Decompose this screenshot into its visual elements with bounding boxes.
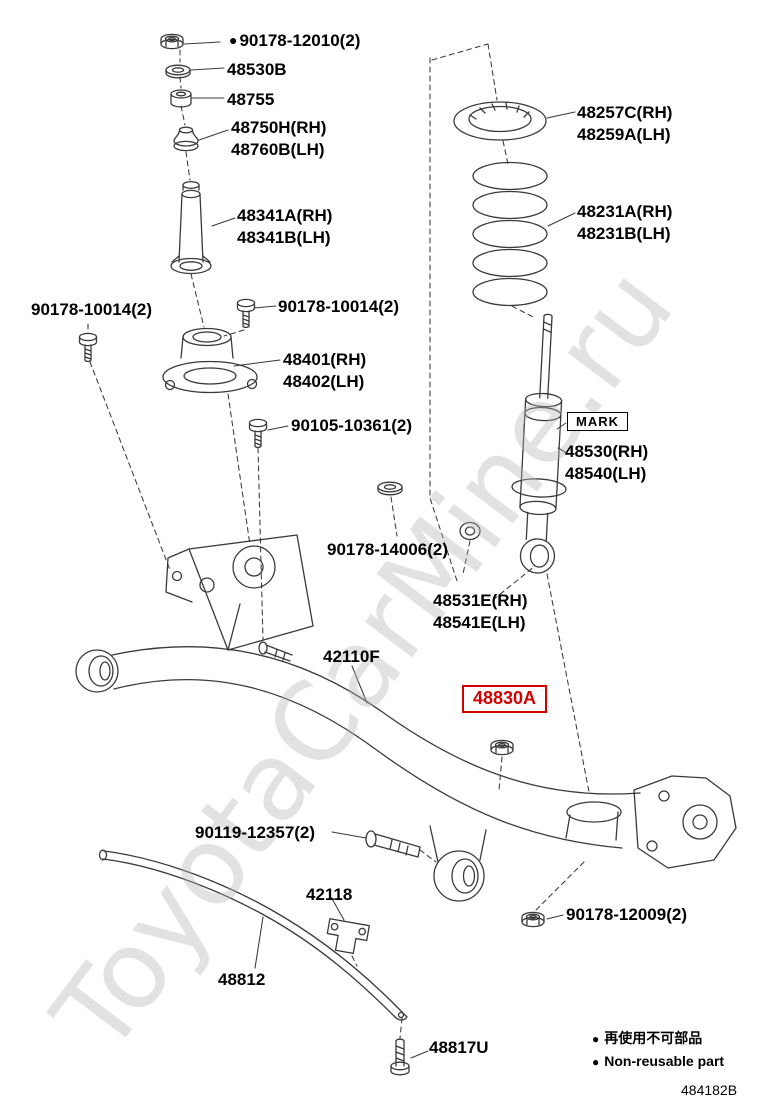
coil-spring-icon — [472, 161, 548, 307]
nut-icon — [521, 911, 545, 928]
non-reusable-dot-icon: ● — [229, 32, 238, 48]
part-label-48760b[interactable]: 48760B(LH) — [231, 140, 325, 159]
mark-callout: MARK — [567, 412, 628, 431]
bolt-icon — [236, 298, 256, 329]
selected-part-label-48830a[interactable]: 48830A — [462, 685, 548, 713]
part-label-48755[interactable]: 48755 — [227, 90, 275, 109]
part-label-48530[interactable]: 48530(RH) — [565, 442, 649, 461]
spring-upper-seat-icon — [453, 101, 547, 141]
part-label-42110f[interactable]: 42110F — [323, 647, 380, 666]
nut-icon — [160, 33, 184, 50]
part-label-90119-12357[interactable]: 90119-12357(2) — [195, 823, 316, 842]
stabilizer-bracket-icon — [326, 918, 370, 954]
part-label-42118[interactable]: 42118 — [306, 885, 353, 904]
bushing-ring-icon — [459, 521, 481, 541]
part-label-48257c[interactable]: 48257C(RH) — [577, 103, 673, 122]
diagram-code: 484182B — [681, 1082, 738, 1098]
label-leader-lines — [183, 41, 576, 1059]
shock-absorber-icon — [511, 313, 567, 574]
part-label-90178-12010[interactable]: ●90178-12010(2) — [229, 31, 361, 50]
bushing-icon — [170, 89, 192, 108]
stabilizer-bar-icon — [98, 849, 408, 1021]
part-label-48401[interactable]: 48401(RH) — [283, 350, 367, 369]
dust-boot-icon — [170, 180, 212, 275]
part-label-48750h[interactable]: 48750H(RH) — [231, 118, 327, 137]
part-label-48531e[interactable]: 48531E(RH) — [433, 591, 528, 610]
part-label-48812[interactable]: 48812 — [218, 970, 266, 989]
bolt-icon — [78, 332, 98, 363]
part-label-90178-14006[interactable]: 90178-14006(2) — [327, 540, 448, 559]
part-label-48231b[interactable]: 48231B(LH) — [577, 224, 671, 243]
part-label-48341b[interactable]: 48341B(LH) — [237, 228, 331, 247]
legend-item-en: ●Non-reusable part — [592, 1053, 725, 1069]
part-label-48402[interactable]: 48402(LH) — [283, 372, 365, 391]
non-reusable-dot-icon: ● — [592, 1055, 600, 1069]
part-label-90178-10014-right[interactable]: 90178-10014(2) — [278, 297, 399, 316]
part-label-90178-12009[interactable]: 90178-12009(2) — [566, 905, 687, 924]
part-label-90105-10361[interactable]: 90105-10361(2) — [291, 416, 412, 435]
spring-seat-icon — [162, 327, 258, 394]
assembly-dashed-lines — [87, 43, 590, 1039]
part-label-48231a[interactable]: 48231A(RH) — [577, 202, 673, 221]
nut-icon — [490, 739, 514, 756]
washer-icon — [165, 64, 191, 79]
part-label-48541e[interactable]: 48541E(LH) — [433, 613, 526, 632]
part-label-48341a[interactable]: 48341A(RH) — [237, 206, 333, 225]
support-cushion-icon — [173, 126, 199, 152]
legend-item-jp: ●再使用不可部品 — [592, 1030, 703, 1046]
bolt-icon — [390, 1038, 410, 1076]
non-reusable-dot-icon: ● — [592, 1032, 600, 1046]
part-label-90178-10014-left[interactable]: 90178-10014(2) — [31, 300, 152, 319]
bolt-icon — [365, 830, 421, 858]
flange-nut-icon — [377, 481, 403, 496]
legend: ●再使用不可部品 ●Non-reusable part — [592, 1028, 724, 1074]
axle-beam-icon — [75, 534, 737, 902]
part-label-48530b[interactable]: 48530B — [227, 60, 287, 79]
part-label-48540[interactable]: 48540(LH) — [565, 464, 647, 483]
bolt-icon — [248, 418, 268, 449]
part-label-48259a[interactable]: 48259A(LH) — [577, 125, 671, 144]
part-label-48817u[interactable]: 48817U — [429, 1038, 489, 1057]
